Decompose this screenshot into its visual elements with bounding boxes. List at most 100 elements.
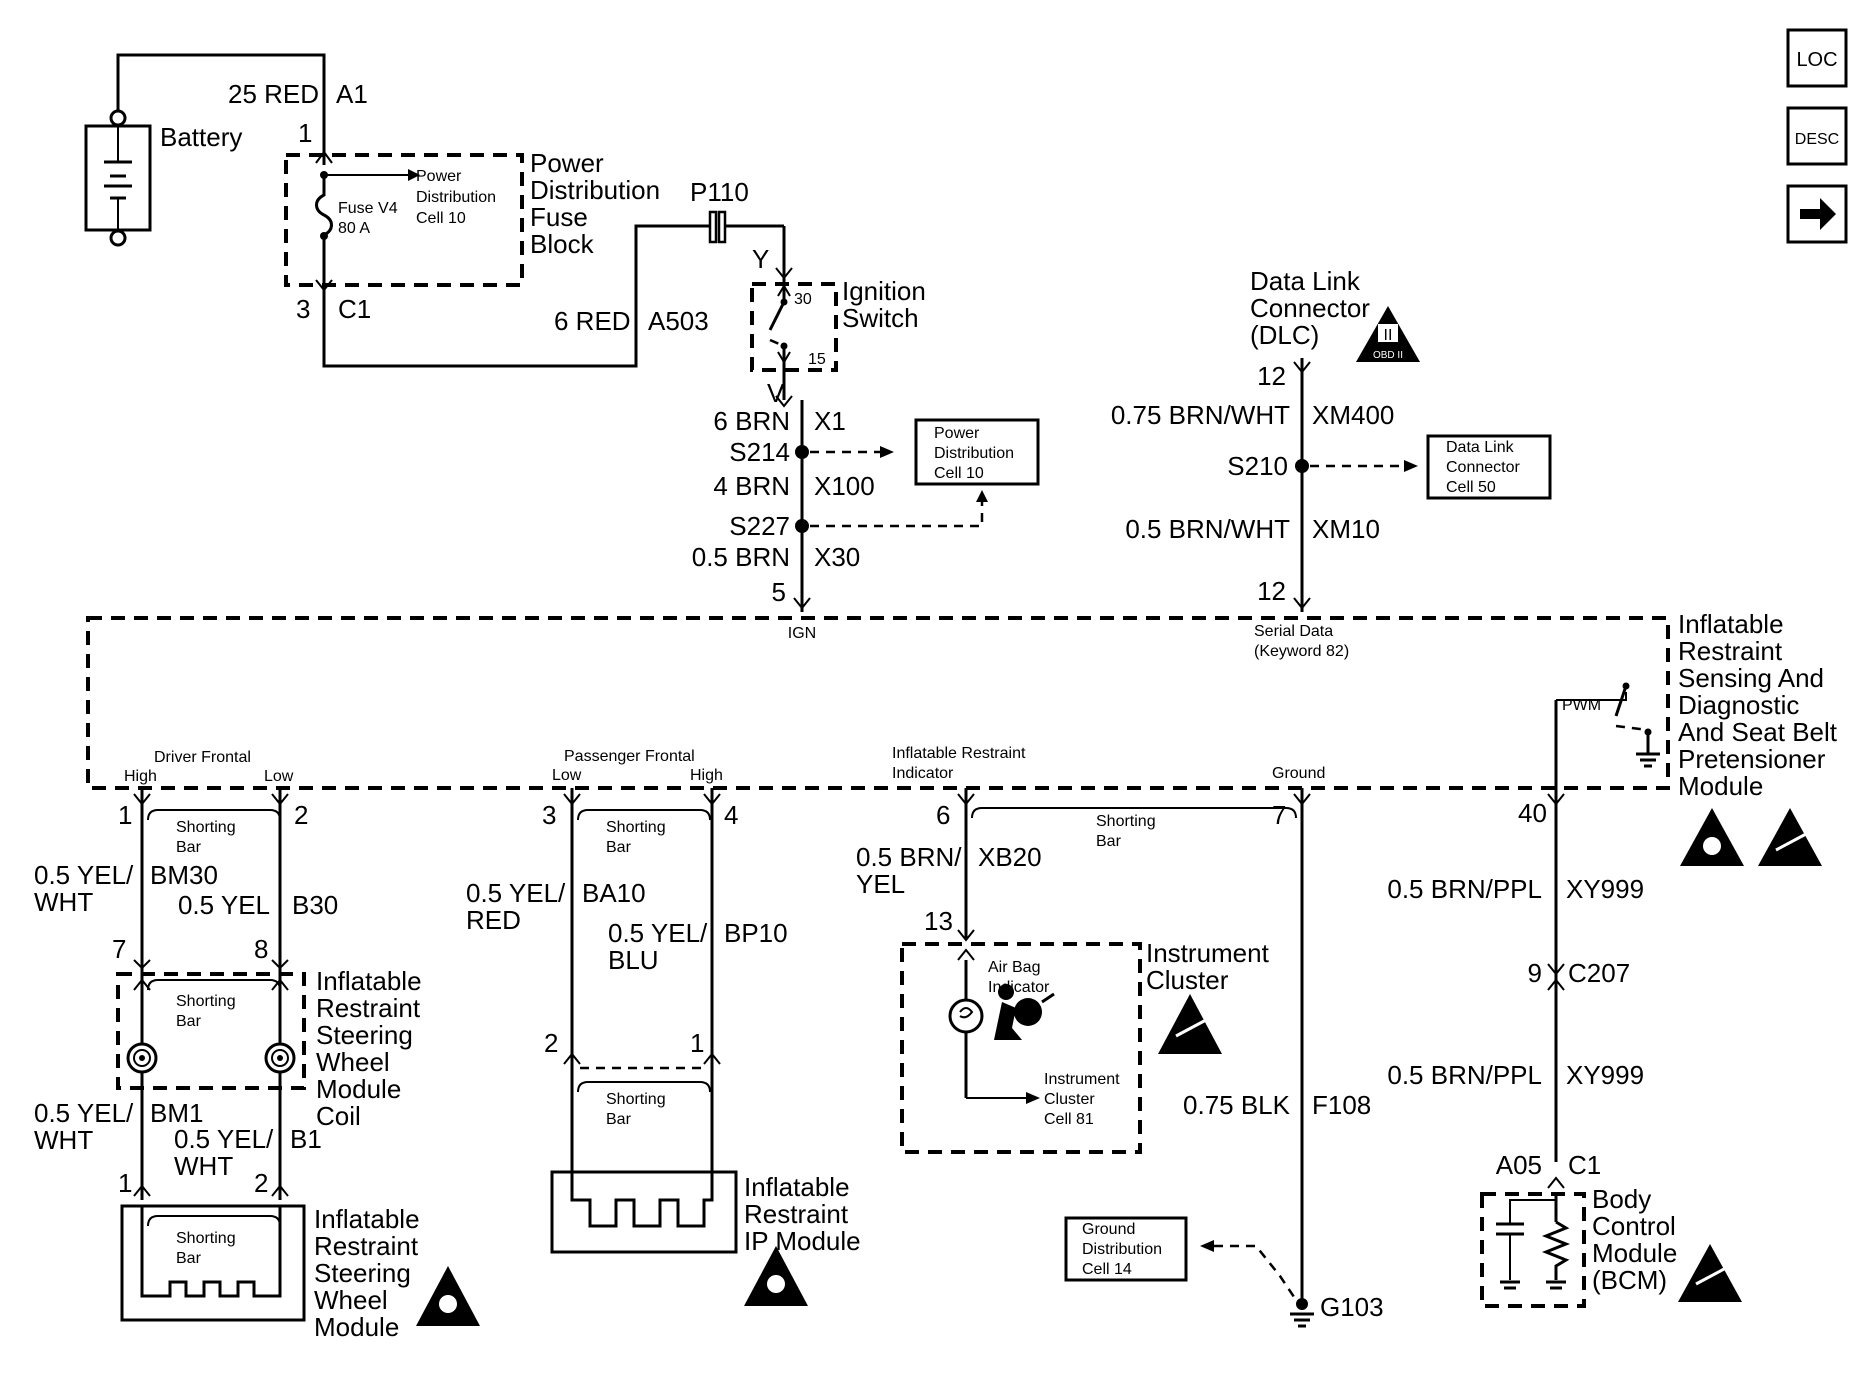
obd-ii-icon: II OBD II [1356,306,1420,362]
battery: Battery [84,53,326,247]
desc-button[interactable]: DESC [1786,106,1848,166]
ign-ref-line-1: Power [934,425,980,442]
driver-circuit-bm1: BM1 [150,1098,203,1128]
fuse-block: 25 RED A1 1 Fuse V4 80 A Power Distribut… [228,79,660,324]
feed-connector-p110: P110 [690,177,749,207]
sdm-indicator-1: Inflatable Restraint [892,745,1026,762]
fuse-ref-line-1: Power [416,168,462,185]
bcm-circuit: 40 0.5 BRN/PPL XY999 9 C207 0.5 BRN/PPL … [1387,793,1742,1308]
passenger-pin-3: 3 [542,800,556,830]
airbag-warning-icon [416,1266,480,1326]
ignition-switch-name-1: Ignition [842,276,926,306]
battery-label: Battery [160,122,242,152]
ground-pin-7: 7 [1272,800,1286,830]
dlc-wire-0-5-brn-wht: 0.5 BRN/WHT [1125,514,1290,544]
next-button[interactable] [1786,184,1848,244]
passenger-wire-lo-1: 0.5 YEL/ [466,878,566,908]
indicator-wire-1: 0.5 BRN/ [856,842,962,872]
passenger-shorting-bar-1: Shorting [606,819,666,836]
dlc-circuit-xm10: XM10 [1312,514,1380,544]
passenger-circuit-ba10: BA10 [582,878,646,908]
loc-button[interactable]: LOC [1786,28,1848,88]
fuse-block-name-3: Fuse [530,202,588,232]
sdm-module: Inflatable Restraint Sensing And Diagnos… [86,609,1838,1162]
bcm-wire2: 0.5 BRN/PPL [1387,1060,1542,1090]
ign-wire-0-5-brn: 0.5 BRN [692,542,790,572]
driver-wire-hi-1: 0.5 YEL/ [34,860,134,890]
wheel-module-name-1: Inflatable [314,1204,420,1234]
right-arrow-icon [1800,198,1836,230]
wheel-module-name-4: Wheel [314,1285,388,1315]
clockspring-coil-icon [126,1042,296,1074]
esd-warning-icon [1158,994,1222,1054]
passenger-wire-hi-2: BLU [608,945,659,975]
sdm-name-5: And Seat Belt [1678,717,1838,747]
passenger-frontal-circuit: Shorting Bar 3 4 0.5 YEL/ RED BA10 0.5 Y… [466,788,861,1306]
dlc-ref-line-3: Cell 50 [1446,479,1496,496]
fuse-ref-line-3: Cell 10 [416,210,466,227]
driver-wire-hi-2: WHT [34,887,93,917]
dlc-ref-line-2: Connector [1446,459,1520,476]
sdm-ground-label: Ground [1272,765,1325,782]
bcm-name-3: Module [1592,1238,1677,1268]
indicator-circuit-xb20: XB20 [978,842,1042,872]
fuse-v4-line-1: Fuse V4 [338,200,398,217]
ground-wire-0-75-blk: 0.75 BLK [1183,1090,1291,1120]
bcm-circuit1: XY999 [1566,874,1644,904]
dlc-name-3: (DLC) [1250,320,1319,350]
coil-name-3: Steering [316,1020,413,1050]
fuse-block-pin-1: 1 [298,118,312,148]
indicator-wire-2: YEL [856,869,905,899]
sdm-passenger-low: Low [552,767,582,784]
bcm-conn-c1: C1 [1568,1150,1601,1180]
driver-wire2-lo-2: WHT [174,1151,233,1181]
ground-circuit-f108: F108 [1312,1090,1371,1120]
sdm-name-6: Pretensioner [1678,744,1826,774]
driver-frontal-circuit: Shorting Bar 1 2 0.5 YEL/ WHT BM30 0.5 Y… [34,788,480,1342]
wheel-module-name-3: Steering [314,1258,411,1288]
wheel-shorting-bar-1: Shorting [176,1230,236,1247]
sdm-driver-high: High [124,768,157,785]
cluster-name-2: Cluster [1146,965,1229,995]
ign-wire-4-brn: 4 BRN [713,471,790,501]
indicator-ic-pin-13: 13 [924,906,953,936]
ign-ref-line-2: Distribution [934,445,1014,462]
fuse-block-name-1: Power [530,148,604,178]
passenger-mod-pin-1: 1 [690,1028,704,1058]
ign-circuit: 6 BRN X1 S214 4 BRN X100 S227 0.5 BRN X3… [692,400,1040,642]
dlc-ref-line-1: Data Link [1446,439,1515,456]
ignition-term-y: Y [752,244,769,274]
indicator-shorting-bar-2: Bar [1096,833,1122,850]
dlc-splice-s210: S210 [1227,451,1288,481]
driver-circuit-b1: B1 [290,1124,322,1154]
feed-wire-6-red: 6 RED [554,306,631,336]
ign-circuit-x30: X30 [814,542,860,572]
ip-module-name-2: Restraint [744,1199,849,1229]
bcm-pin-9: 9 [1528,958,1542,988]
sdm-name-3: Sensing And [1678,663,1824,693]
sdm-name-4: Diagnostic [1678,690,1799,720]
ign-circuit-x100: X100 [814,471,875,501]
bulb-label-2: Indicator [988,979,1050,996]
driver-coil-pin-7: 7 [112,934,126,964]
driver-pin-2: 2 [294,800,308,830]
fuse-ref-line-2: Distribution [416,189,496,206]
ground-ref-line-1: Ground [1082,1221,1135,1238]
bcm-name-1: Body [1592,1184,1651,1214]
ign-splice-s227: S227 [729,511,790,541]
driver-wire-lo: 0.5 YEL [178,890,270,920]
ign-pin-name: IGN [788,625,816,642]
dlc-pin-name-2: (Keyword 82) [1254,643,1349,660]
airbag-warning-icon [744,1246,808,1306]
dlc-pin-12-top: 12 [1257,361,1286,391]
fuse-v4-line-2: 80 A [338,220,370,237]
loc-button-label: LOC [1796,49,1837,71]
bcm-name-2: Control [1592,1211,1676,1241]
passenger-circuit-bp10: BP10 [724,918,788,948]
ground-g103: G103 [1320,1292,1384,1322]
wheel-module-name-5: Module [314,1312,399,1342]
passenger-shorting-bar-2: Bar [606,839,632,856]
indicator-pin-6: 6 [936,800,950,830]
bcm-circuit2: XY999 [1566,1060,1644,1090]
indicator-circuit: Shorting Bar 6 0.5 BRN/ YEL XB20 13 Air … [856,788,1297,1154]
